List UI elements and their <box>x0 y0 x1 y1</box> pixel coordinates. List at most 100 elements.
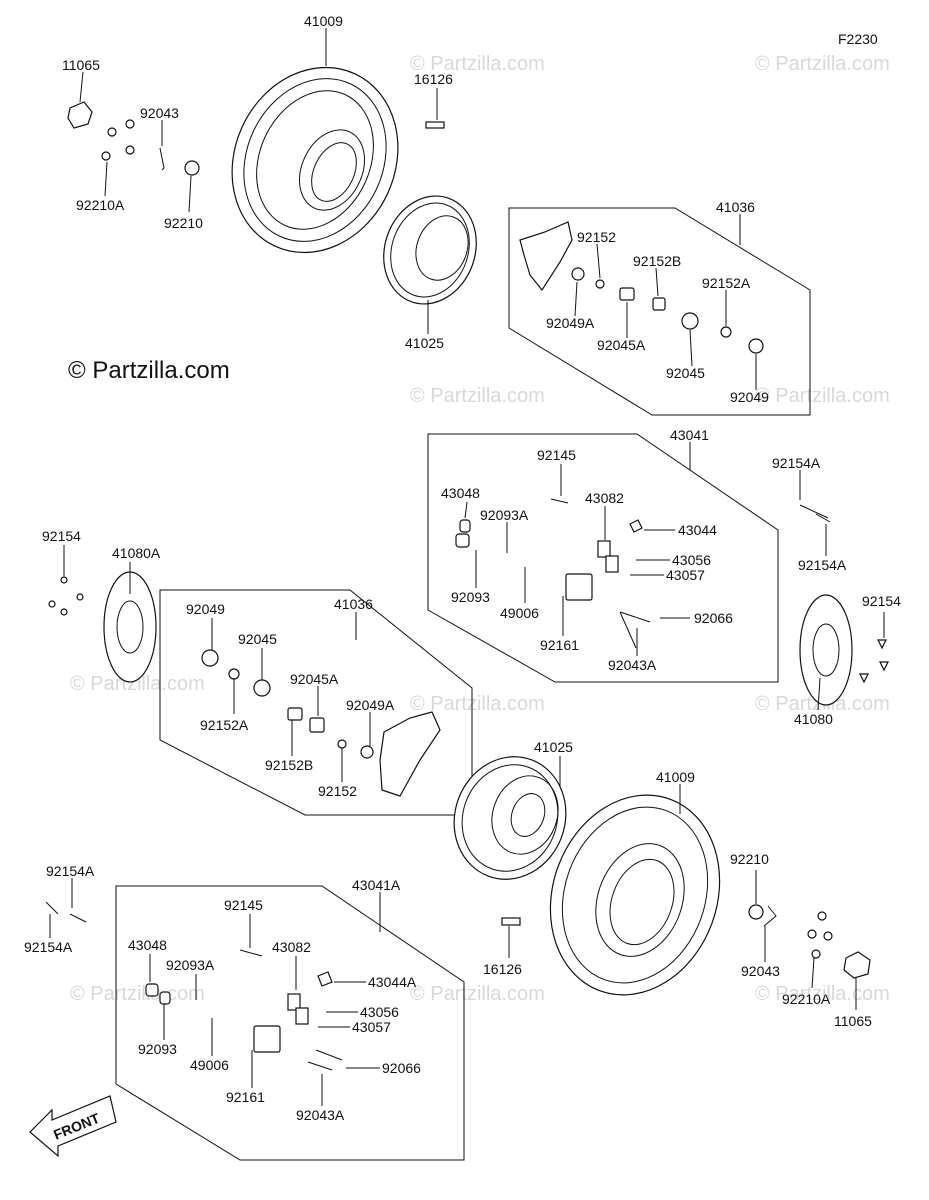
valve-icon <box>501 917 521 926</box>
seal-icon <box>571 267 585 281</box>
part-label: 92145 <box>537 447 576 463</box>
part-label: 43048 <box>128 937 167 953</box>
part-label: 92045A <box>597 337 646 353</box>
part-label: 92161 <box>540 637 579 653</box>
pin-icon <box>315 1049 343 1061</box>
collar-icon <box>337 739 347 749</box>
part-label: 49006 <box>190 1057 229 1073</box>
part-label: 11065 <box>62 57 100 73</box>
boot-icon <box>459 519 471 533</box>
bolt-icon <box>550 498 569 504</box>
part-label: 43048 <box>441 485 480 501</box>
part-label: 92093A <box>166 957 215 973</box>
part-label: 41009 <box>304 13 343 29</box>
part-label: 92093A <box>480 507 529 523</box>
pin-icon <box>619 611 651 623</box>
collar-icon <box>720 326 732 338</box>
part-label: 92152A <box>702 275 751 291</box>
part-label: 92152B <box>265 757 313 773</box>
part-label: 92152 <box>577 229 616 245</box>
part-label: 92154A <box>24 939 73 955</box>
part-label: 92210A <box>782 991 831 1007</box>
part-label: 11065 <box>834 1013 872 1029</box>
part-label: 92045 <box>666 365 705 381</box>
part-label: 92043A <box>296 1107 345 1123</box>
hub-icon <box>379 711 441 797</box>
bolt-icon <box>799 504 829 519</box>
part-label: 92152B <box>633 253 681 269</box>
watermark: © Partzilla.com <box>410 385 545 407</box>
watermark: © Partzilla.com <box>755 385 890 407</box>
part-label: 43082 <box>272 939 311 955</box>
watermark: © Partzilla.com <box>410 693 545 715</box>
bolt-icon <box>60 576 68 584</box>
bolt-icon <box>239 949 263 957</box>
part-label: 92066 <box>382 1060 421 1076</box>
part-label: 92154A <box>798 557 847 573</box>
pin-icon <box>619 611 637 649</box>
copyright-text: © Partzilla.com <box>68 357 230 384</box>
bolt-icon <box>815 513 831 523</box>
top-rim <box>383 195 477 305</box>
part-label: 92154A <box>46 863 95 879</box>
part-label: 43044A <box>368 974 417 990</box>
part-label: 43082 <box>585 490 624 506</box>
part-label: 92066 <box>694 610 733 626</box>
pin-icon <box>307 1061 333 1071</box>
nut-icon <box>125 119 135 129</box>
cotter-pin-icon <box>763 905 777 927</box>
boot-icon <box>145 983 159 997</box>
front-arrow: FRONT <box>29 1095 117 1158</box>
part-label: 41036 <box>334 596 373 612</box>
bolt-icon <box>877 639 887 650</box>
nut-icon <box>811 949 821 959</box>
collar-icon <box>595 279 605 289</box>
collar-icon <box>287 707 303 721</box>
part-label: 92210 <box>730 851 769 867</box>
caliper-group-lower: 43041A 92145 43048 43082 92093A 43044A 4… <box>115 877 465 1161</box>
part-label: 49006 <box>500 605 539 621</box>
bearing-icon <box>619 287 635 301</box>
watermark: © Partzilla.com <box>410 53 545 75</box>
bolt-icon <box>76 593 84 601</box>
bottom-rim <box>453 756 567 880</box>
caliper-group-upper: 43041 92145 43048 43082 92093A 43044 430… <box>427 427 779 683</box>
part-label: 92093 <box>451 589 490 605</box>
bearing-icon <box>309 717 325 733</box>
part-label: 92045 <box>238 631 277 647</box>
part-label: 16126 <box>483 961 522 977</box>
bolt-icon <box>48 600 56 608</box>
pad-icon <box>597 540 611 558</box>
part-label: 43057 <box>352 1019 391 1035</box>
part-label: 16126 <box>414 71 453 87</box>
part-label: 92154A <box>772 455 821 471</box>
part-label: 92154 <box>42 528 81 544</box>
part-label: 43057 <box>666 567 705 583</box>
part-label: 92043 <box>741 963 780 979</box>
cap-nut-icon <box>843 951 871 979</box>
part-label: 92210A <box>76 197 125 213</box>
part-label: 43041 <box>670 427 709 443</box>
bolt-icon <box>69 913 87 923</box>
part-label: 92049 <box>186 601 225 617</box>
part-label: 41080A <box>112 545 161 561</box>
castle-nut-icon <box>184 160 200 176</box>
boot-icon <box>455 533 470 548</box>
nut-icon <box>817 911 827 921</box>
part-label: 43056 <box>360 1004 399 1020</box>
caliper-icon <box>565 573 593 601</box>
right-disc: 92154A 92154A 92154 41080 <box>772 455 901 727</box>
nut-icon <box>823 931 833 941</box>
part-label: 92152 <box>318 783 357 799</box>
spring-icon <box>629 519 643 533</box>
watermark: © Partzilla.com <box>70 673 205 695</box>
castle-nut-icon <box>748 904 764 920</box>
brake-disc-icon <box>799 594 853 706</box>
pad-icon <box>287 993 301 1011</box>
pad-icon <box>605 555 619 573</box>
pad-icon <box>295 1007 309 1025</box>
part-label: 41025 <box>534 739 573 755</box>
bolt-icon <box>879 661 889 672</box>
part-label: 92043A <box>608 657 657 673</box>
